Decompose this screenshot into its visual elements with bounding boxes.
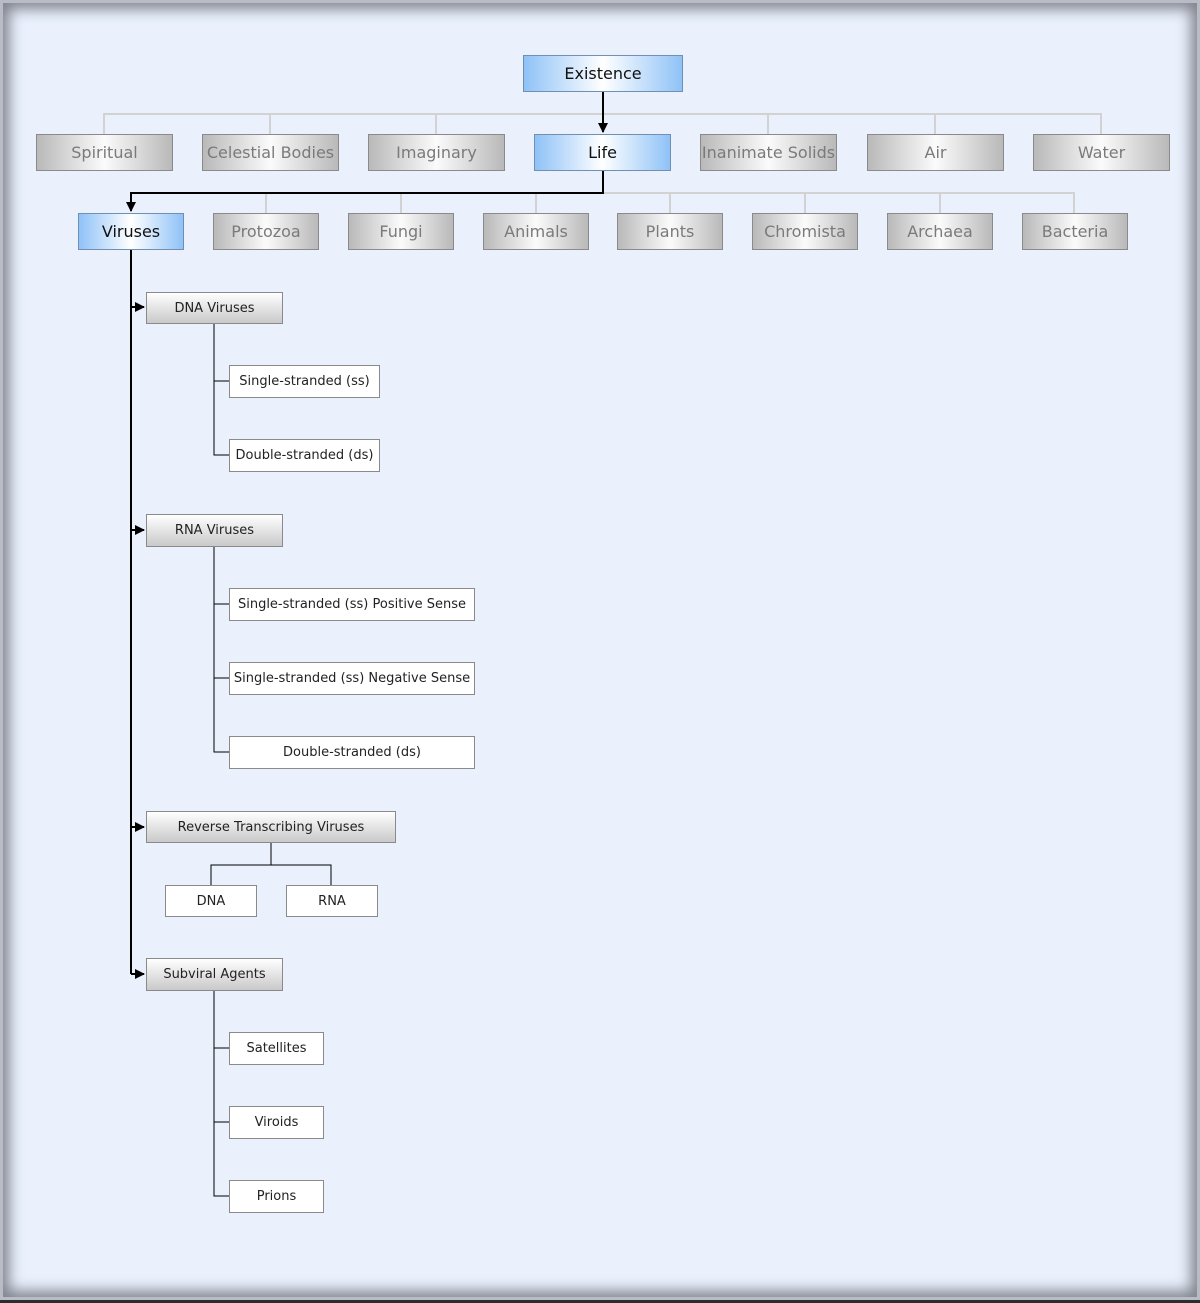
connector-lines <box>103 92 1102 1197</box>
node-life: Life <box>534 134 671 171</box>
node-spiritual: Spiritual <box>36 134 173 171</box>
node-bacteria: Bacteria <box>1022 213 1128 250</box>
node-viruses: Viruses <box>78 213 184 250</box>
node-dna-viruses: DNA Viruses <box>146 292 283 324</box>
node-air: Air <box>867 134 1004 171</box>
node-existence: Existence <box>523 55 683 92</box>
node-inanimate-solids: Inanimate Solids <box>700 134 837 171</box>
node-rna-ss-negative: Single-stranded (ss) Negative Sense <box>229 662 475 695</box>
node-archaea: Archaea <box>887 213 993 250</box>
node-rna-ds: Double-stranded (ds) <box>229 736 475 769</box>
node-rt-rna: RNA <box>286 885 378 917</box>
node-prions: Prions <box>229 1180 324 1213</box>
node-protozoa: Protozoa <box>213 213 319 250</box>
node-celestial-bodies: Celestial Bodies <box>202 134 339 171</box>
node-rt-dna: DNA <box>165 885 257 917</box>
node-rna-viruses: RNA Viruses <box>146 514 283 547</box>
node-satellites: Satellites <box>229 1032 324 1065</box>
node-water: Water <box>1033 134 1170 171</box>
node-animals: Animals <box>483 213 589 250</box>
node-reverse-transcribing-viruses: Reverse Transcribing Viruses <box>146 811 396 843</box>
node-imaginary: Imaginary <box>368 134 505 171</box>
node-chromista: Chromista <box>752 213 858 250</box>
node-dna-ss: Single-stranded (ss) <box>229 365 380 398</box>
node-subviral-agents: Subviral Agents <box>146 958 283 991</box>
node-plants: Plants <box>617 213 723 250</box>
node-dna-ds: Double-stranded (ds) <box>229 439 380 472</box>
node-rna-ss-positive: Single-stranded (ss) Positive Sense <box>229 588 475 621</box>
node-fungi: Fungi <box>348 213 454 250</box>
node-viroids: Viroids <box>229 1106 324 1139</box>
